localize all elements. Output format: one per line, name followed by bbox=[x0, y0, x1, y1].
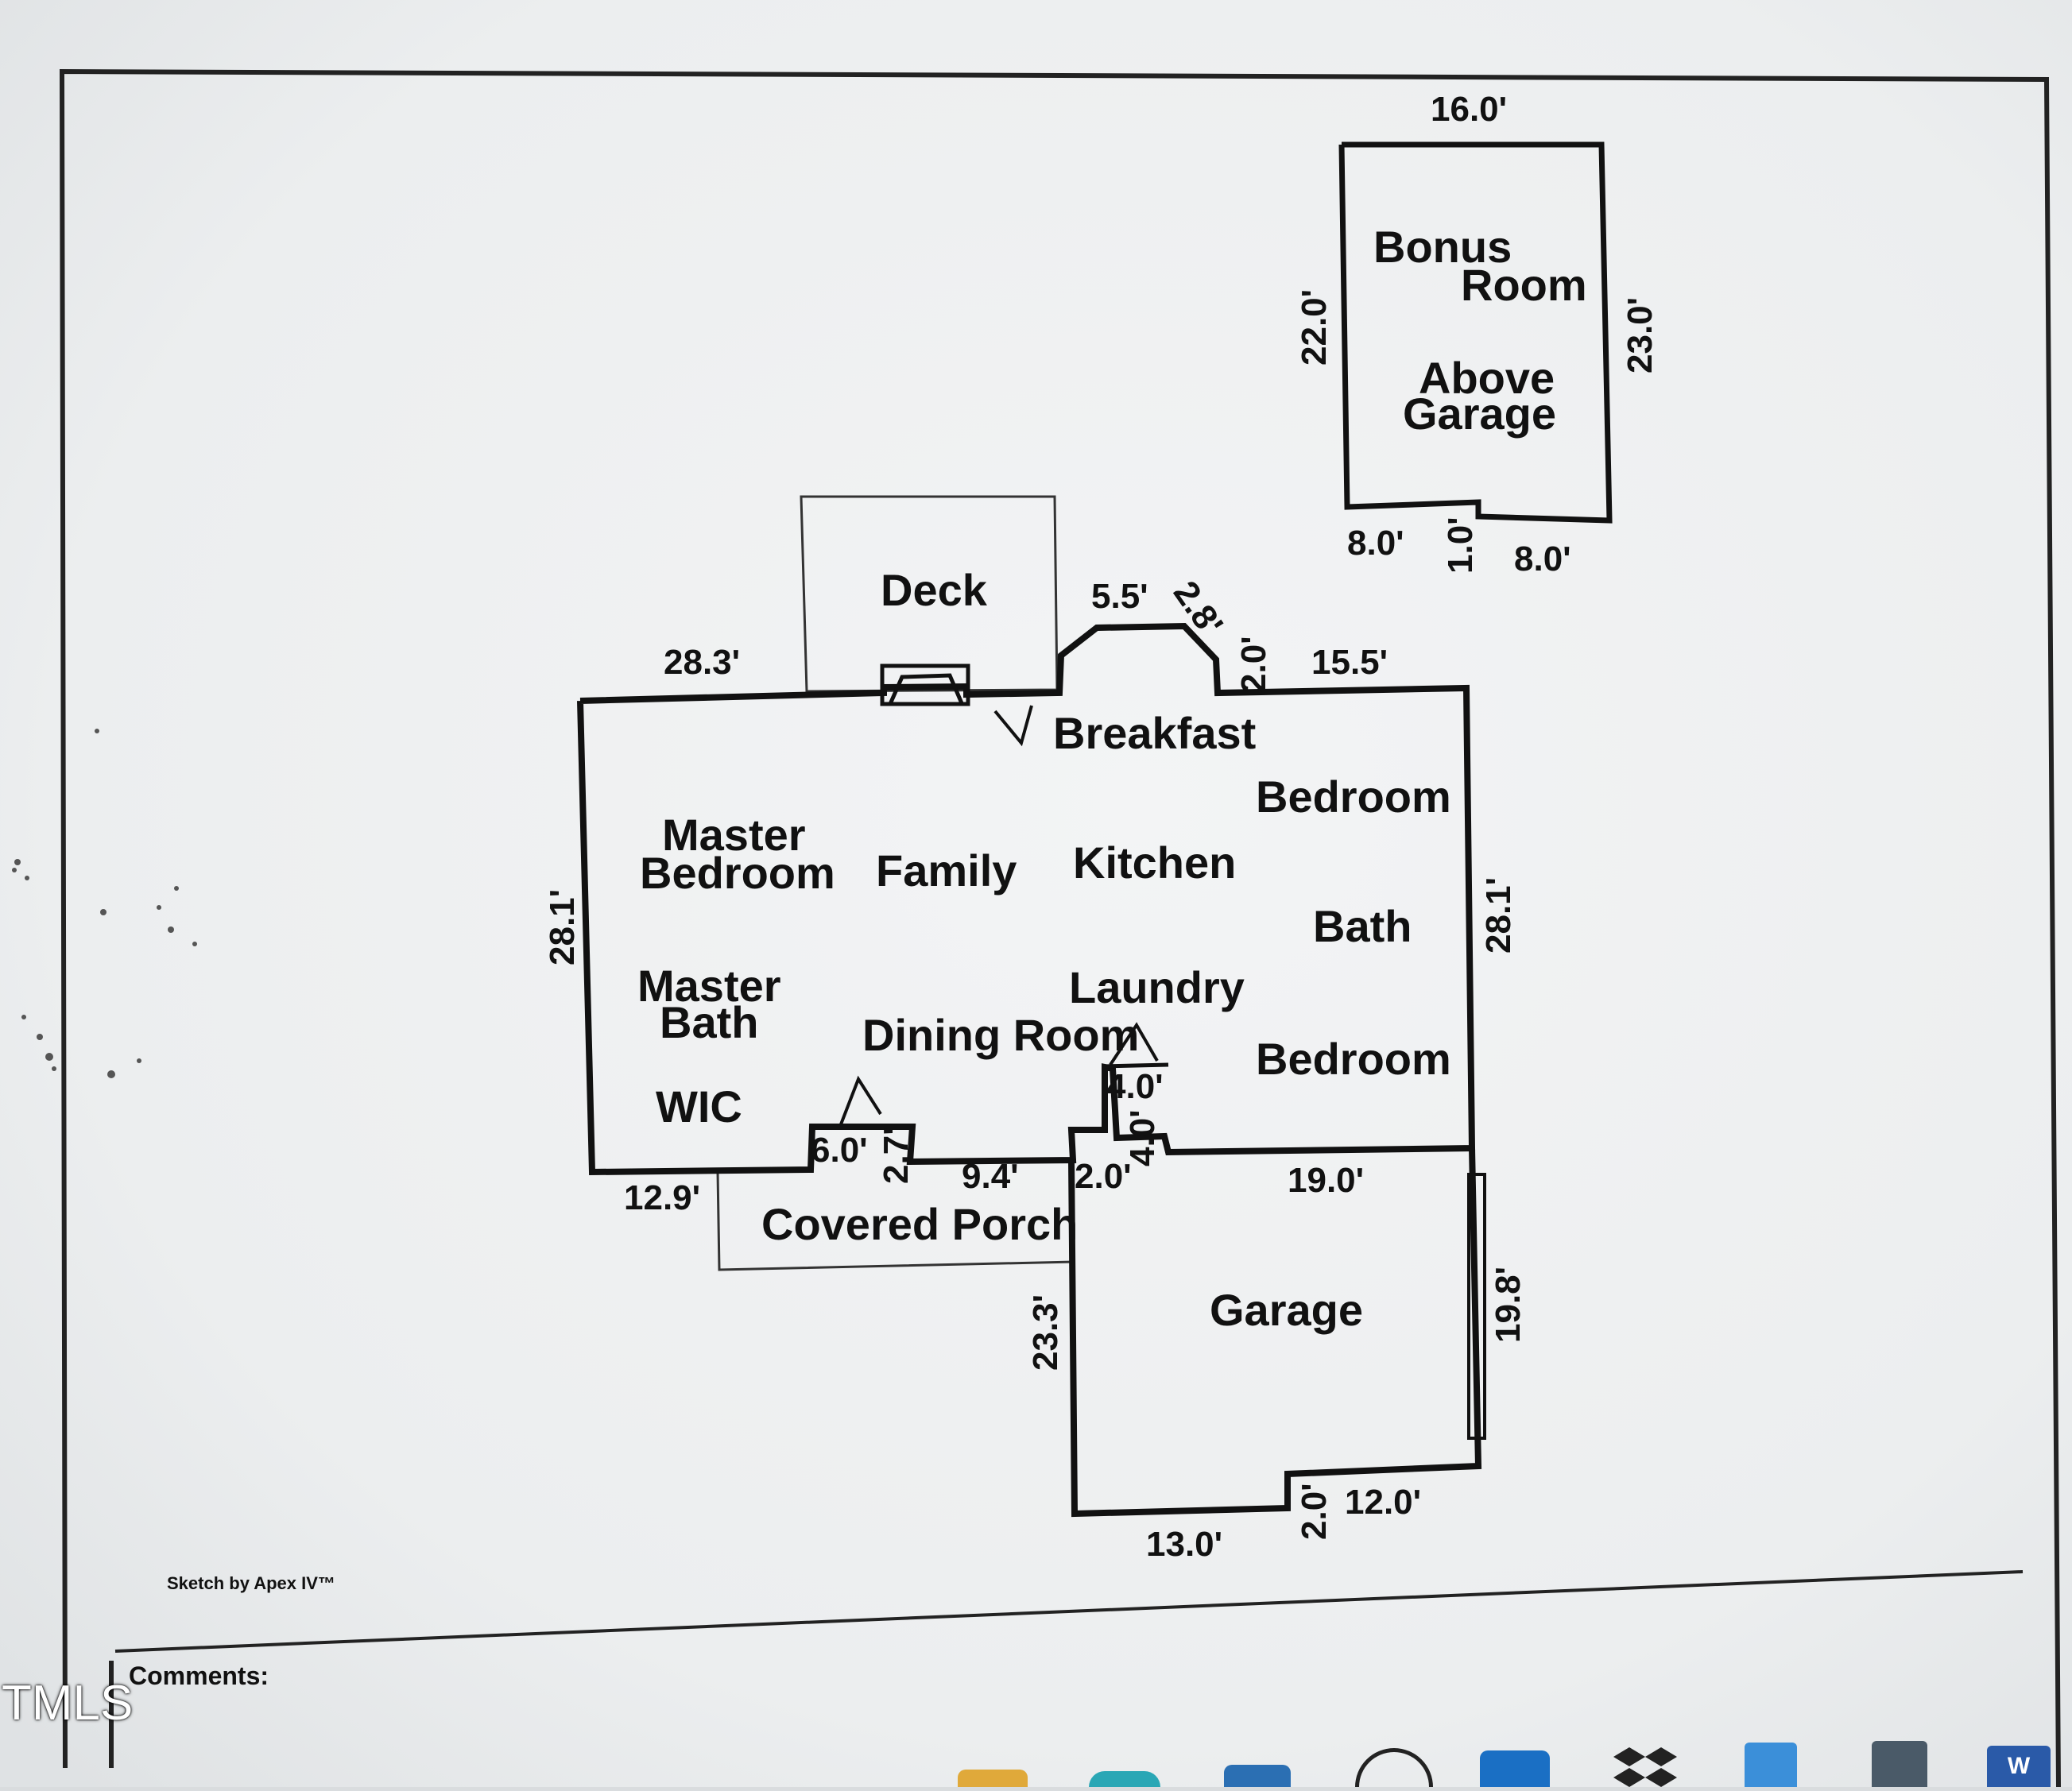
dim-top-right: 15.5' bbox=[1311, 643, 1388, 682]
dropbox-glyph bbox=[1613, 1747, 1677, 1787]
dim-bay-side: 2.0' bbox=[1234, 636, 1273, 693]
outlook-icon[interactable] bbox=[1480, 1750, 1550, 1787]
dim-top-left: 28.3' bbox=[664, 643, 740, 682]
dim-garage-right: 19.8' bbox=[1489, 1267, 1528, 1343]
windows-taskbar: W bbox=[0, 1740, 2072, 1787]
kitchen-label: Kitchen bbox=[1073, 837, 1236, 888]
dim-bonus-bottom-left: 8.0' bbox=[1347, 524, 1404, 563]
deck-label: Deck bbox=[881, 565, 988, 615]
entry-box-divider bbox=[1102, 1062, 1169, 1069]
dim-step-width: 2.0' bbox=[1075, 1157, 1132, 1196]
scan-specks bbox=[12, 729, 197, 1078]
dropbox-icon[interactable] bbox=[1613, 1747, 1677, 1787]
dim-porch-front: 9.4' bbox=[962, 1157, 1019, 1196]
bath-label: Bath bbox=[1313, 901, 1412, 951]
bonus-room-outline bbox=[1338, 141, 1613, 524]
bonus-room-label-1: Bonus bbox=[1373, 222, 1512, 272]
master-bedroom-label-1: Master bbox=[662, 810, 806, 860]
garage-label: Garage bbox=[1210, 1285, 1363, 1335]
bedroom-label-2: Bedroom bbox=[1256, 1034, 1451, 1084]
tmls-watermark: TMLS bbox=[2, 1676, 134, 1731]
folder-icon[interactable] bbox=[958, 1770, 1028, 1787]
bonus-room-label-2: Room bbox=[1461, 260, 1587, 310]
document-frame bbox=[59, 68, 2061, 1787]
dim-closet-width: 4.0' bbox=[1106, 1067, 1164, 1106]
dell-icon[interactable] bbox=[1355, 1748, 1433, 1787]
dim-left-side: 28.1' bbox=[543, 889, 582, 965]
dim-garage-top: 19.0' bbox=[1288, 1161, 1364, 1200]
dim-bonus-bottom-right: 8.0' bbox=[1514, 540, 1571, 578]
dim-garage-bottom-left: 13.0' bbox=[1146, 1525, 1222, 1564]
word-icon-letter: W bbox=[2007, 1753, 2031, 1779]
main-house-outline bbox=[577, 622, 1476, 1176]
dining-room-label: Dining Room bbox=[862, 1010, 1139, 1060]
mail-icon[interactable] bbox=[1224, 1765, 1291, 1787]
covered-porch-label: Covered Porch bbox=[761, 1199, 1078, 1249]
notepad-icon[interactable] bbox=[1745, 1743, 1797, 1787]
master-bath-label-2: Bath bbox=[660, 997, 758, 1047]
family-label: Family bbox=[876, 845, 1017, 896]
word-icon[interactable]: W bbox=[1987, 1746, 2051, 1787]
dim-bonus-top: 16.0' bbox=[1431, 90, 1507, 129]
covered-porch-outline bbox=[716, 1171, 1075, 1271]
dim-bay-top: 5.5' bbox=[1091, 577, 1148, 616]
edge-icon[interactable] bbox=[1089, 1771, 1160, 1787]
wic-label: WIC bbox=[656, 1081, 742, 1131]
above-garage-label-2: Garage bbox=[1403, 389, 1556, 439]
dim-right-side: 28.1' bbox=[1479, 877, 1518, 954]
dim-bonus-left: 22.0' bbox=[1295, 289, 1334, 366]
breakfast-label: Breakfast bbox=[1053, 708, 1256, 758]
sketch-credit: Sketch by Apex IV™ bbox=[167, 1573, 335, 1593]
master-bedroom-label-2: Bedroom bbox=[640, 848, 835, 898]
dim-garage-left: 23.3' bbox=[1026, 1294, 1065, 1371]
dim-garage-notch: 2.0' bbox=[1295, 1483, 1334, 1540]
master-bath-label-1: Master bbox=[637, 961, 781, 1011]
above-garage-label-1: Above bbox=[1419, 353, 1555, 403]
dim-closet-depth: 4.0' bbox=[1123, 1109, 1162, 1166]
laundry-label: Laundry bbox=[1069, 962, 1245, 1012]
dim-bottom-left: 12.9' bbox=[624, 1178, 700, 1217]
bedroom-label-1: Bedroom bbox=[1256, 772, 1451, 822]
dim-bonus-right: 23.0' bbox=[1621, 297, 1660, 373]
dim-bonus-notch: 1.0' bbox=[1441, 516, 1480, 574]
door-swing-marks bbox=[839, 705, 1159, 1125]
dim-entry-width: 6.0' bbox=[811, 1131, 868, 1170]
dim-entry-depth: 2.7' bbox=[877, 1127, 916, 1184]
dim-garage-bottom-right: 12.0' bbox=[1345, 1483, 1421, 1522]
garage-door bbox=[1467, 1173, 1486, 1440]
comments-label: Comments: bbox=[129, 1661, 269, 1690]
calculator-icon[interactable] bbox=[1872, 1741, 1927, 1787]
garage-outline bbox=[1068, 1147, 1482, 1518]
fireplace-icon bbox=[880, 663, 970, 706]
